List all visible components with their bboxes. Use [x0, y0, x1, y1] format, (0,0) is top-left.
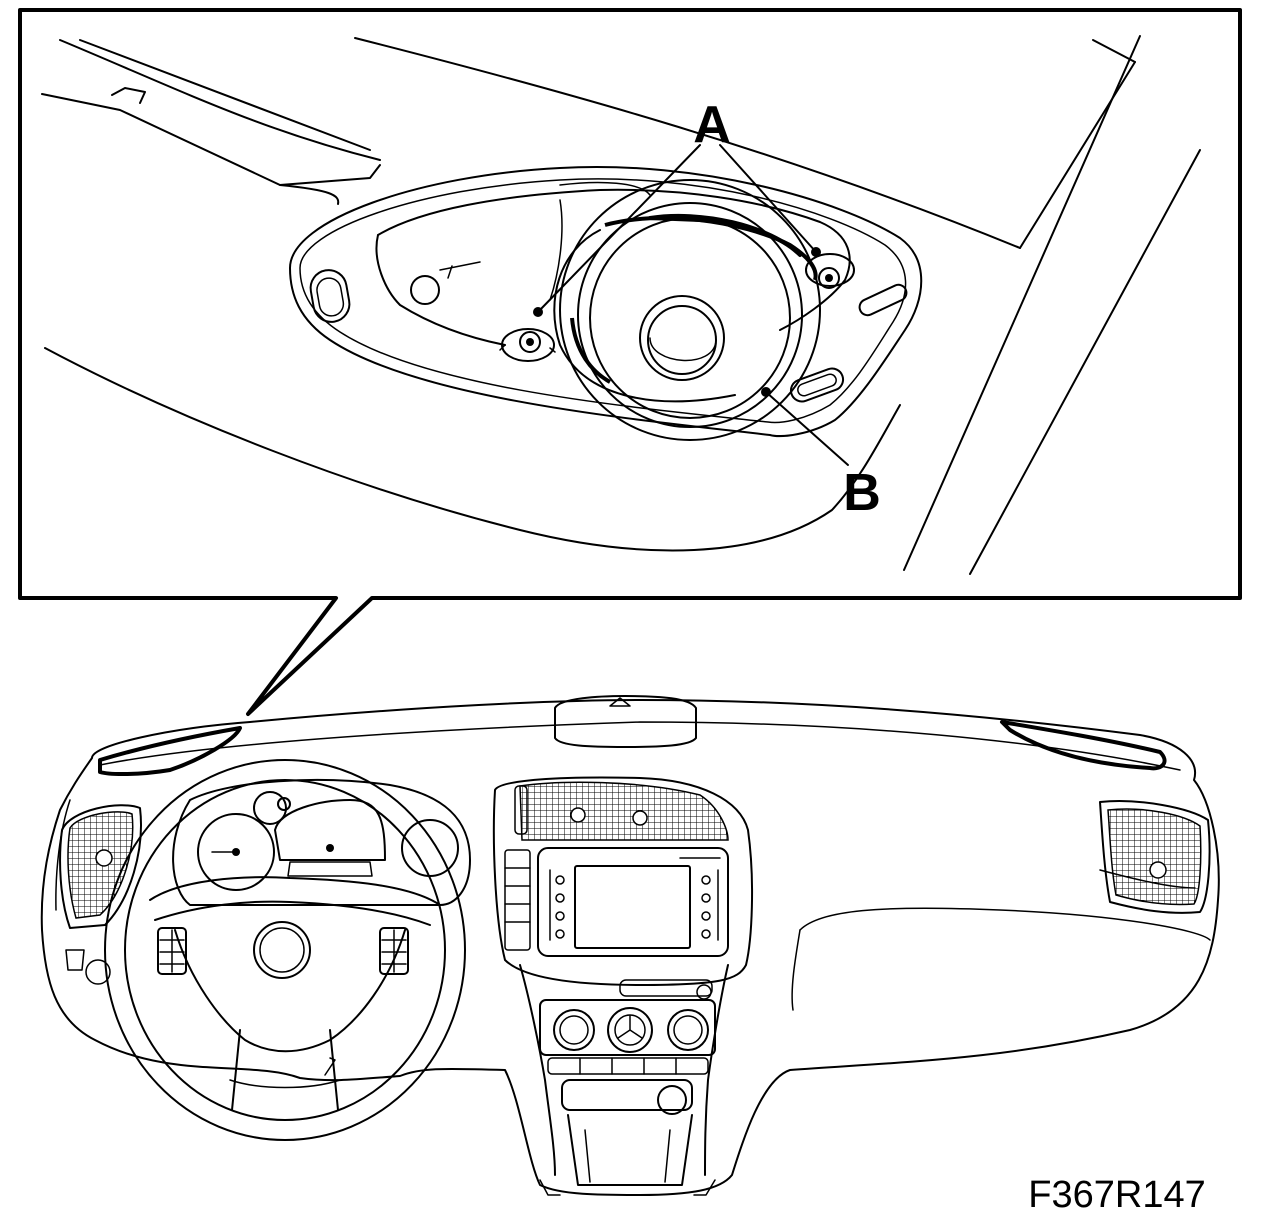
gauge-right: [401, 819, 459, 877]
temp-knob-left: [553, 1009, 595, 1051]
steering-switch-right: [379, 927, 409, 975]
navigation-display: [537, 847, 729, 957]
dashboard-top-surface: [41, 37, 1136, 552]
mounting-slot-bottom: [789, 367, 845, 403]
rearview-mirror-base: [554, 695, 697, 748]
gauge-center: [274, 799, 386, 861]
left-speaker-grille: [98, 726, 242, 777]
left-air-vent: [59, 804, 142, 929]
steering-wheel: [104, 759, 466, 1141]
speaker-bezel: [289, 166, 923, 438]
center-side-buttons: [504, 849, 531, 951]
mounting-slot-right: [858, 283, 908, 317]
gauge-left: [197, 813, 275, 891]
speaker-center-cap: [639, 295, 725, 381]
callout-b-label: B: [843, 464, 881, 522]
cigarette-lighter: [657, 1085, 687, 1115]
steering-hub: [253, 921, 311, 979]
center-stack: [492, 776, 754, 986]
temp-knob-right: [667, 1009, 709, 1051]
callout-a-label: A: [693, 96, 731, 154]
figure-id: F367R147: [1028, 1174, 1205, 1216]
dashboard-outline: [40, 699, 1220, 1196]
steering-switch-left: [157, 927, 187, 975]
fan-knob: [607, 1007, 653, 1053]
instrument-cluster: [172, 779, 471, 906]
climate-controls: [519, 964, 729, 1196]
right-air-vent: [1099, 800, 1211, 914]
windshield-edge: [903, 35, 1201, 575]
passenger-panel-line: [799, 907, 1211, 941]
detail-inset: A B: [18, 8, 1242, 716]
screw-right: [805, 253, 855, 289]
mounting-slot-left: [309, 269, 351, 323]
center-air-vent: [519, 781, 729, 841]
right-speaker-grille: [1000, 720, 1167, 771]
dashboard-overview: [40, 695, 1220, 1196]
inset-frame: [18, 8, 1242, 716]
leader-lines: [533, 144, 849, 466]
speaker: [553, 179, 821, 441]
climate-panel: [539, 999, 716, 1056]
screw-left: [499, 328, 556, 362]
housing-hole: [410, 275, 440, 305]
